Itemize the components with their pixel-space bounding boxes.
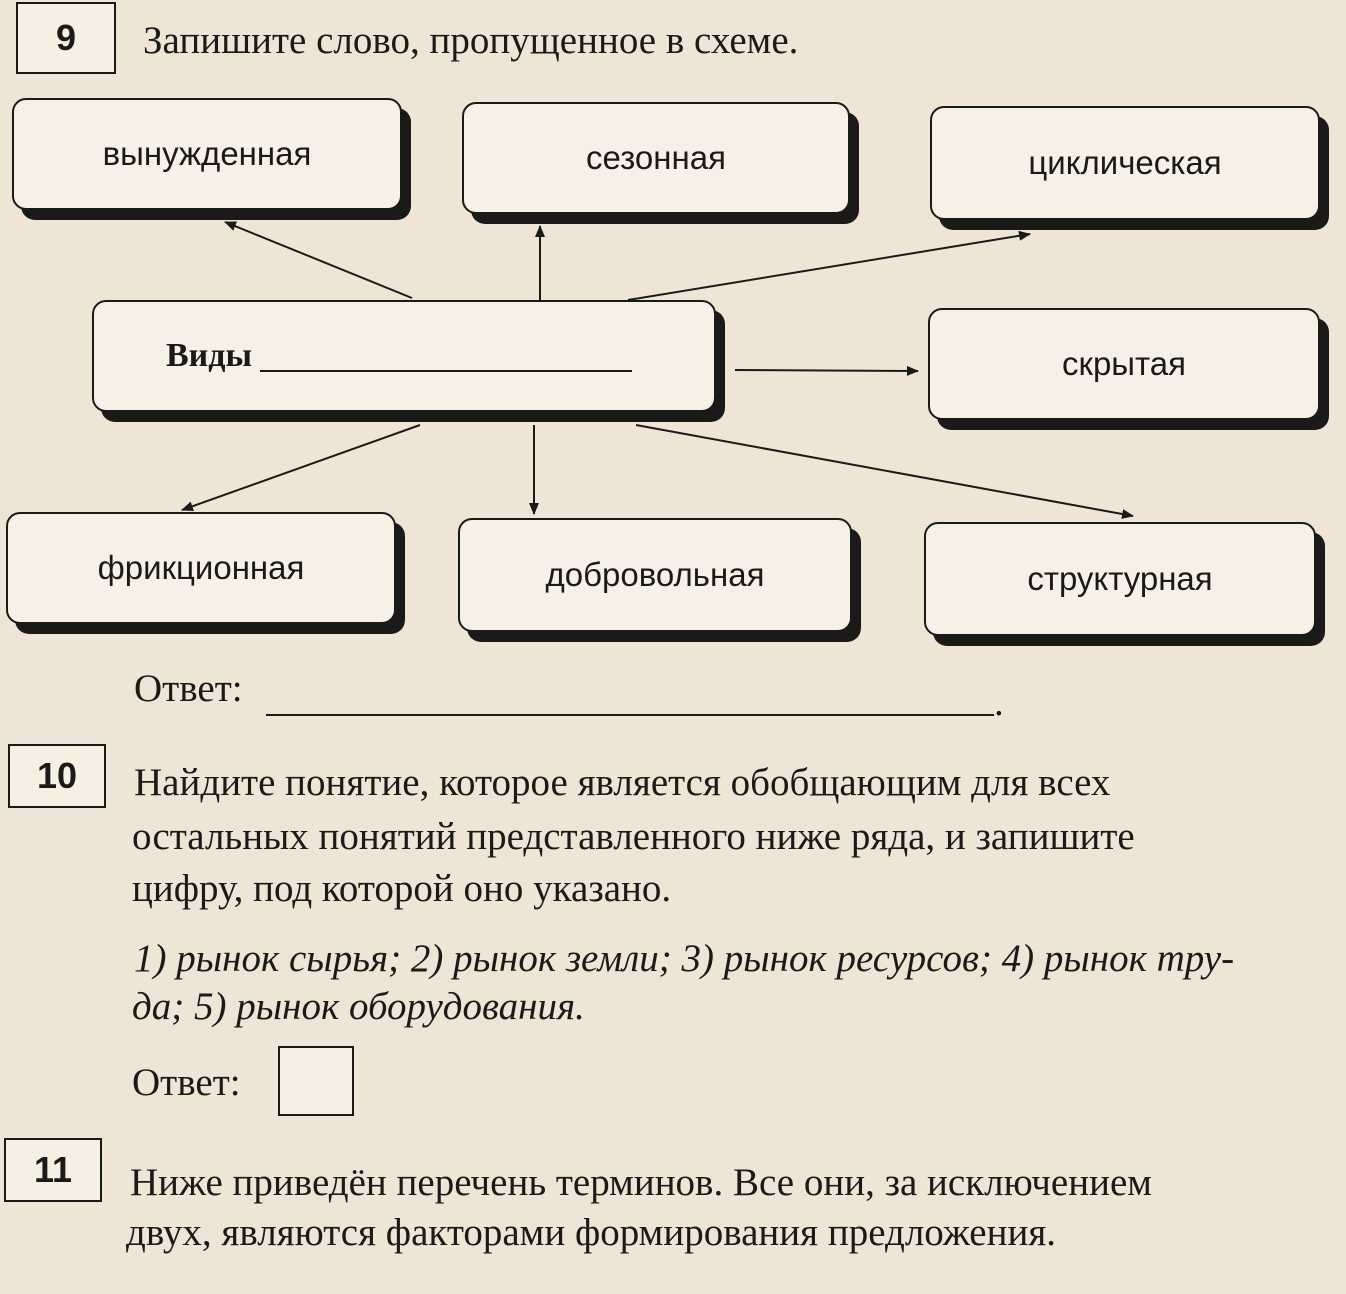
box-top-right: циклическая xyxy=(930,106,1320,220)
task10-options-line-1: 1) рынок сырья; 2) рынок земли; 3) рынок… xyxy=(134,937,1235,980)
center-label: Виды xyxy=(166,337,253,374)
box-bottom-center: добровольная xyxy=(458,518,852,632)
arrow-to-bottom-left xyxy=(181,424,421,512)
arrow-to-top-left xyxy=(224,221,413,299)
box-bottom-left: фрикционная xyxy=(6,512,396,624)
task9-answer-label: Ответ: xyxy=(134,667,243,710)
arrow-to-middle-right xyxy=(734,365,919,376)
task10-question-line-2: остальных понятий представленного ниже р… xyxy=(132,815,1135,858)
box-middle-right: скрытая xyxy=(928,308,1320,420)
task-number-11: 11 xyxy=(4,1138,102,1202)
task10-options-line-2: да; 5) рынок оборудования. xyxy=(132,985,585,1028)
task10-answer-label: Ответ: xyxy=(132,1061,241,1104)
box-top-center: сезонная xyxy=(462,102,850,214)
box-center: Виды xyxy=(92,300,716,412)
task-number-10: 10 xyxy=(8,744,106,808)
task-number-9: 9 xyxy=(16,2,116,74)
arrow-to-bottom-right xyxy=(635,424,1134,519)
task9-answer-dot: . xyxy=(994,681,1004,724)
task11-question-line-1: Ниже приведён перечень терминов. Все они… xyxy=(130,1161,1152,1204)
diagram-arrows xyxy=(181,221,1134,519)
task9-question: Запишите слово, пропущенное в схеме. xyxy=(143,19,799,62)
task11-question-line-2: двух, являются факторами формирования пр… xyxy=(126,1211,1057,1254)
arrow-to-top-right xyxy=(627,230,1031,301)
center-blank-line xyxy=(260,340,633,372)
task10-question-line-3: цифру, под которой оно указано. xyxy=(132,867,672,910)
task9-answer-line[interactable] xyxy=(266,690,994,716)
box-bottom-right: структурная xyxy=(924,522,1316,636)
box-top-left: вынужденная xyxy=(12,98,402,210)
task10-question-line-1: Найдите понятие, которое является обобща… xyxy=(134,761,1111,804)
task10-answer-box[interactable] xyxy=(278,1046,354,1116)
